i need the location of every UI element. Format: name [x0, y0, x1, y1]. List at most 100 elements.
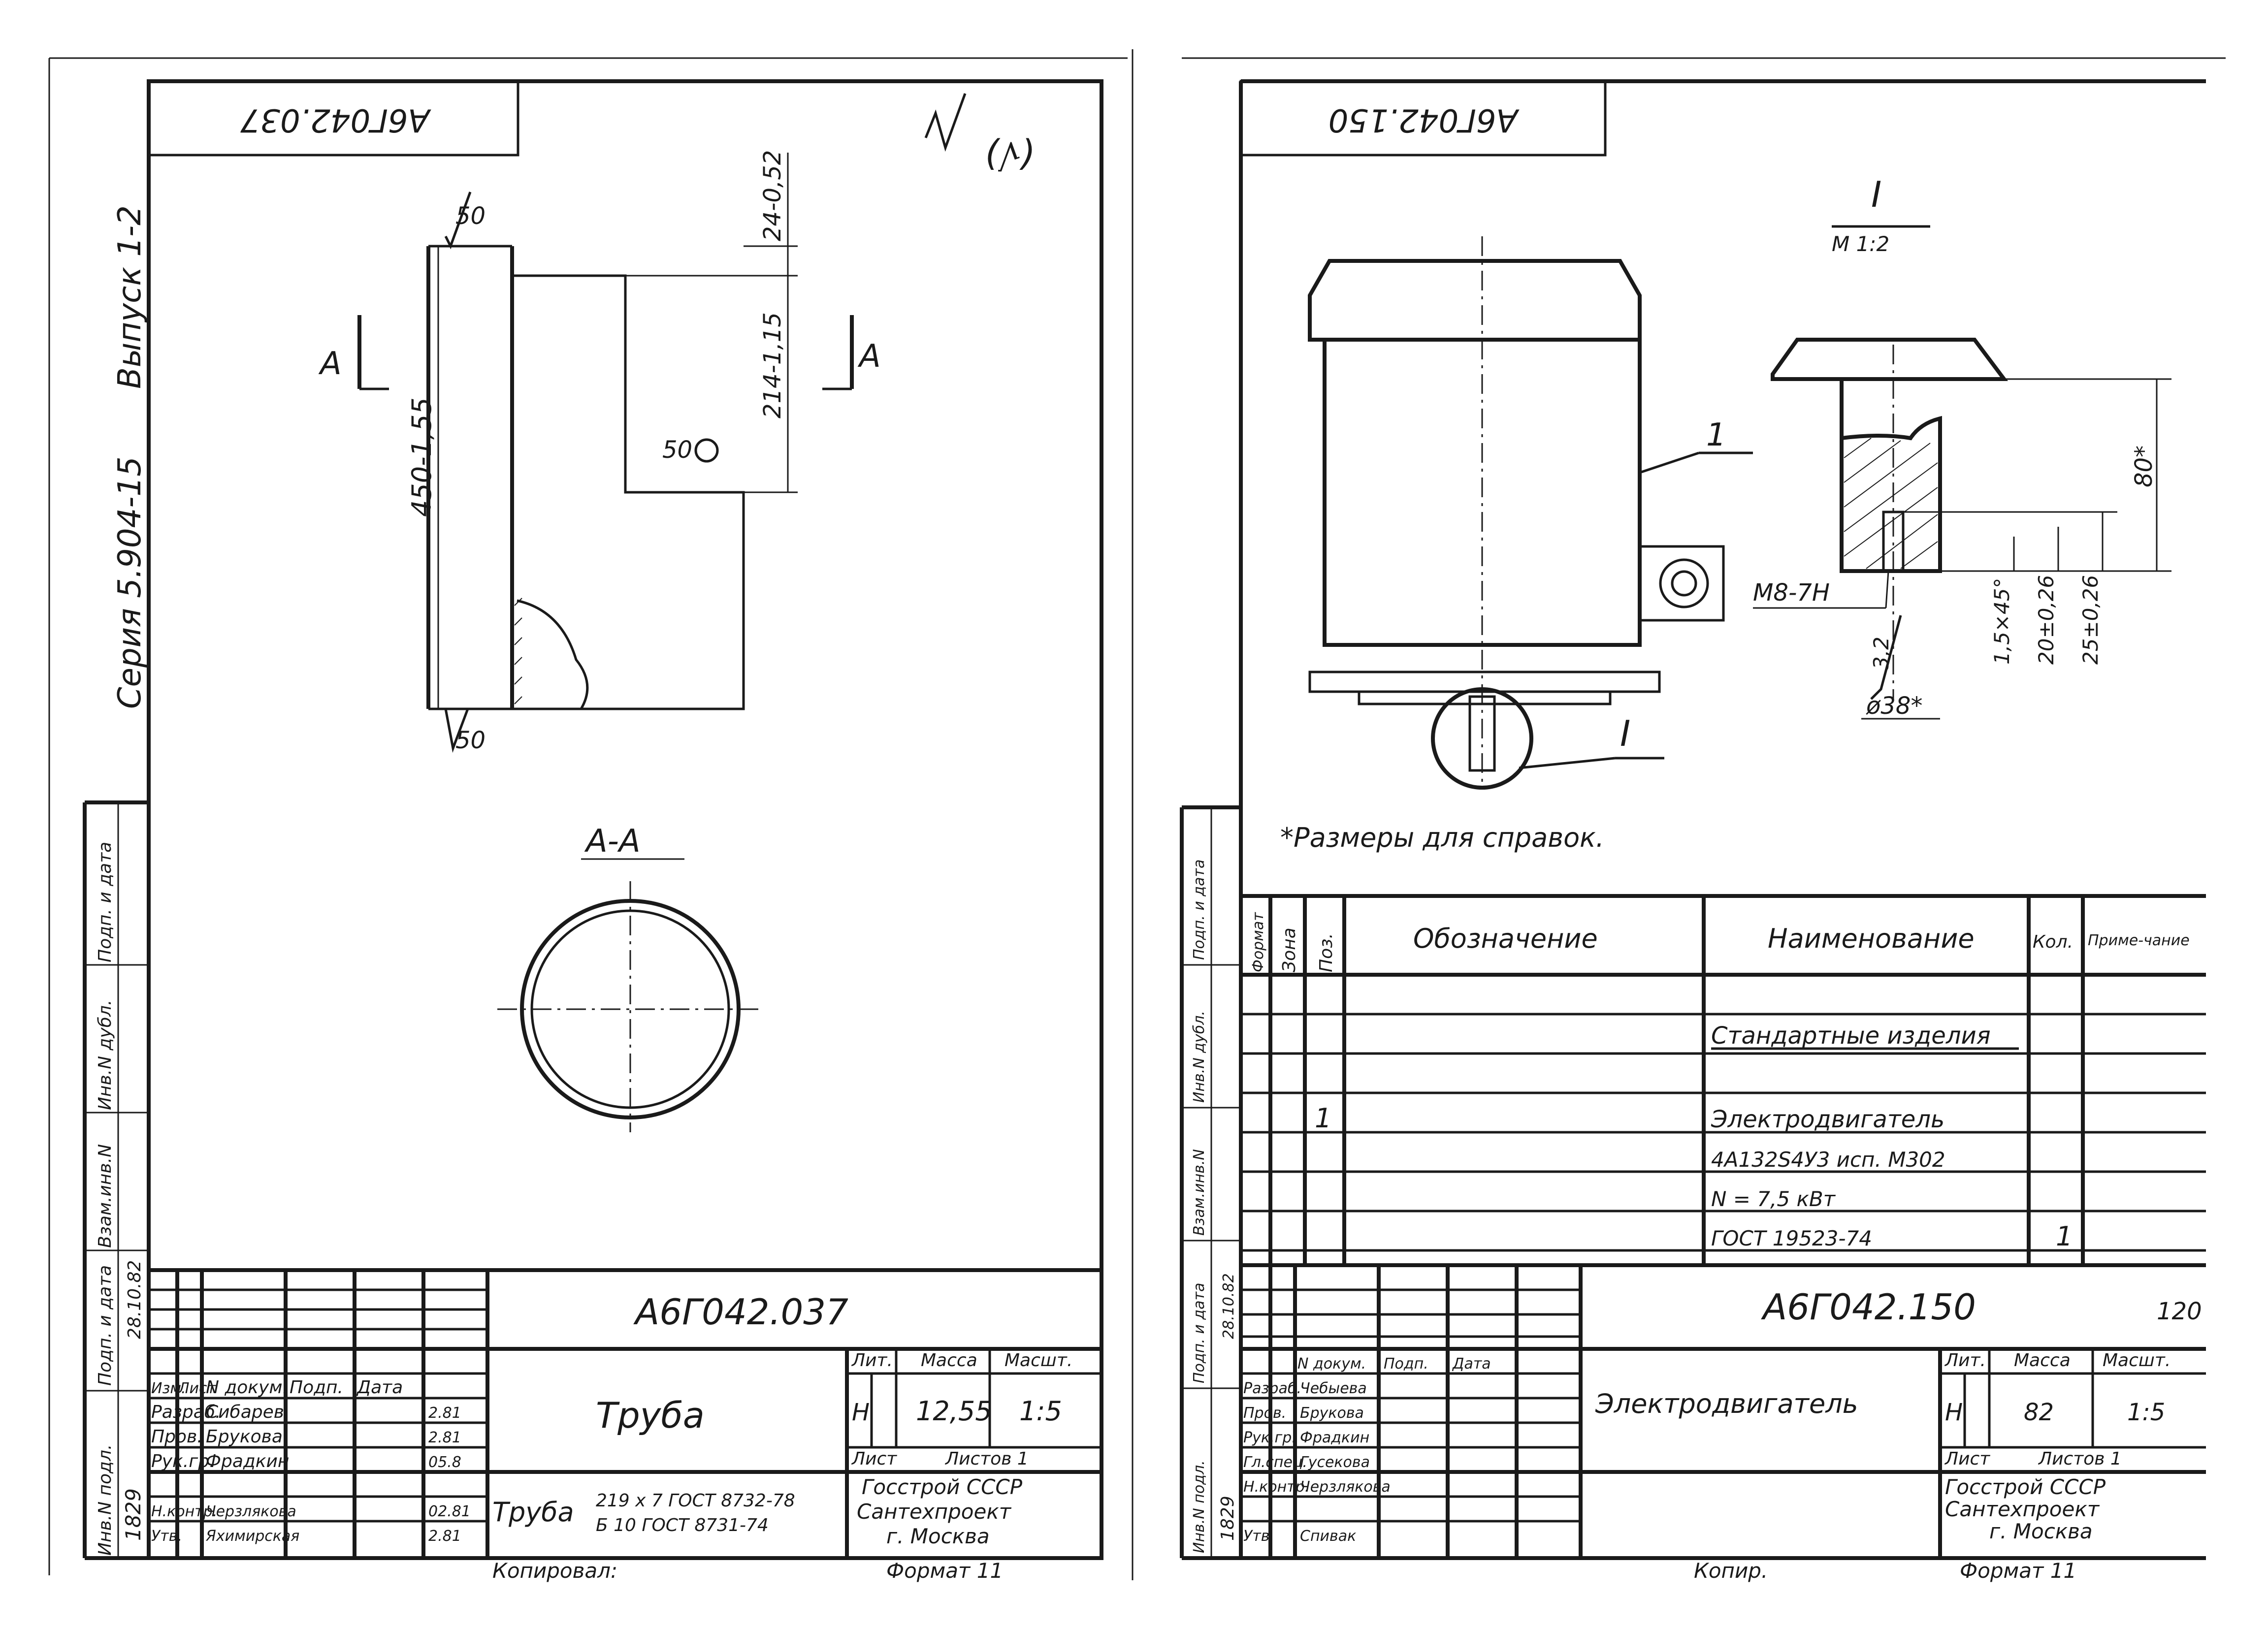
left-stamp-date-0: 2.81 [428, 1405, 461, 1422]
right-side-vzam-inv: Взам.инв.N [1191, 1149, 1208, 1236]
spec-line-4: ГОСТ 19523-74 [1711, 1226, 1872, 1250]
break-line [517, 599, 589, 710]
right-stamp-role-1: Пров. [1243, 1405, 1286, 1422]
reference-note: *Размеры для справок. [1280, 822, 1604, 853]
right-stamp-name-0: Чебыева [1300, 1380, 1367, 1397]
spec-pos-1: 1 [1315, 1103, 1331, 1134]
pipe-drawing [426, 245, 745, 710]
vypusk-text: Выпуск 1-2 [112, 205, 148, 389]
left-scale-label: Масшт. [1004, 1350, 1072, 1371]
side-date-value: 28.10.82 [125, 1260, 145, 1339]
left-org-3: г. Москва [886, 1524, 990, 1548]
roughness-32: 3,2 [1869, 637, 1893, 670]
series-text: Серия 5.904-15 [112, 456, 148, 709]
section-title: А-А [584, 823, 641, 860]
left-mass-value: 12,55 [916, 1396, 992, 1427]
left-code-top: А6Г042.037 [240, 101, 431, 138]
left-stamp-role-4: Утв. [151, 1528, 182, 1545]
left-th-doc: N докум. [206, 1377, 288, 1398]
left-stamp-date-2: 05.8 [428, 1454, 461, 1471]
left-stamp-title: Труба [596, 1395, 705, 1436]
left-title-block: Изм. Лист N докум. Подп. Дата Разраб. Си… [149, 1268, 1102, 1583]
right-copied: Копир. [1694, 1559, 1768, 1583]
left-frame [147, 79, 1103, 1560]
dim-25: 25±0,26 [2078, 575, 2103, 665]
section-mark-left: A [318, 346, 342, 382]
detail-hatch [1844, 438, 1938, 569]
roughness-mid-circle [694, 438, 719, 463]
left-org-2: Сантехпроект [857, 1500, 1012, 1524]
detail-I-circle [1431, 687, 1533, 790]
right-stamp-title: Электродвигатель [1595, 1388, 1858, 1419]
motor-drawing: 1 I [1308, 236, 1753, 790]
spec-section: Стандартные изделия [1711, 1022, 1991, 1050]
spec-table: Формат Зона Поз. Обозначение Наименовани… [1241, 894, 2206, 1265]
left-code-box [147, 80, 519, 157]
left-stamp-name-3: Черзлякова [206, 1503, 296, 1520]
right-stamp-name-1: Брукова [1300, 1405, 1364, 1422]
right-stamp-corner: 120 [2157, 1298, 2202, 1325]
left-stamp-role-2: Рук.гр. [151, 1451, 215, 1471]
roughness-mark-bottom [444, 708, 469, 753]
right-sheet: Инв.N подл. Подп. и дата Взам.инв.N Инв.… [1180, 57, 2226, 1583]
pipe-outline [512, 274, 745, 710]
right-th-doc: N докум. [1297, 1355, 1366, 1373]
left-stamp-name-4: Яхимирская [205, 1528, 299, 1545]
wall-hatch [514, 598, 522, 704]
motor-flange-lower [1358, 690, 1612, 705]
left-mass-label: Масса [921, 1350, 977, 1371]
roughness-50-top: 50 [455, 202, 486, 230]
right-stamp-role-5: Утв. [1243, 1528, 1274, 1545]
left-th-podp: Подп. [290, 1377, 343, 1398]
left-stamp-name-0: Сибарев [206, 1402, 284, 1422]
left-stamp-date-1: 2.81 [428, 1429, 461, 1446]
right-code-box [1239, 80, 1607, 157]
terminal-ring-inner [1671, 570, 1697, 597]
right-scale-label: Масшт. [2103, 1350, 2171, 1371]
left-stamp-name-1: Брукова [206, 1427, 283, 1447]
dim-214-label: 214-1,15 [759, 312, 786, 418]
roughness-general: (√) [984, 134, 1035, 176]
left-sheet-label: Лист [851, 1449, 897, 1469]
right-th-podp: Подп. [1384, 1355, 1428, 1373]
right-stamp-name-3: Гусекова [1300, 1454, 1370, 1471]
roughness-32-mark [1870, 615, 1902, 700]
right-stamp-role-4: Н.контр. [1243, 1478, 1309, 1496]
terminal-box [1638, 545, 1725, 622]
dim-450-label: 450-1,55 [406, 397, 437, 517]
right-side-inv-dubl: Инв.N дубл. [1191, 1011, 1208, 1103]
left-stamp-role-1: Пров. [151, 1427, 203, 1447]
left-th-data: Дата [356, 1377, 403, 1398]
spec-line-3: N = 7,5 кВт [1711, 1187, 1836, 1211]
left-sheet: А6Г042.037 (√) Серия 5.904-15 Выпуск 1-2 [48, 57, 1128, 1583]
side-inv-podl: Инв.N подл. [95, 1444, 115, 1556]
right-sheet-label: Лист [1944, 1449, 1990, 1469]
right-sheets-label: Листов 1 [2038, 1449, 2122, 1469]
spec-h-pos: Поз. [1316, 933, 1336, 972]
side-inv-dubl: Инв.N дубл. [95, 1000, 115, 1110]
left-copied: Копировал: [492, 1559, 617, 1583]
dim-38: ø38* [1866, 692, 1922, 720]
right-lit-label: Лит. [1944, 1350, 1986, 1371]
motor-shaft [1468, 695, 1496, 772]
dim-15x45: 1,5×45° [1990, 578, 2014, 665]
left-th-izm: Изм. [151, 1380, 186, 1397]
right-scale-value: 1:5 [2127, 1399, 2165, 1426]
detail-shaft [1840, 379, 1942, 573]
roughness-mark-top [444, 192, 472, 250]
left-stamp-role-3: Н.контр. [151, 1503, 217, 1520]
right-side-inv-podl: Инв.N подл. [1191, 1460, 1208, 1553]
side-podp-data: Подп. и дата [95, 1265, 115, 1386]
left-stamp-name-2: Фрадкин [206, 1451, 289, 1471]
left-stamp-date-3: 02.81 [428, 1503, 471, 1520]
left-material-3: Б 10 ГОСТ 8731-74 [596, 1515, 769, 1535]
detail-cap [1771, 338, 2008, 381]
dim-m8: М8-7Н [1753, 579, 1830, 607]
right-th-data: Дата [1452, 1355, 1491, 1373]
right-side-date-value: 28.10.82 [1220, 1273, 1237, 1339]
left-scale-value: 1:5 [1019, 1396, 1062, 1427]
detail-scale: М 1:2 [1832, 232, 1889, 256]
right-stamp-code: А6Г042.150 [1761, 1286, 1976, 1328]
right-side-podp-data-2: Подп. и дата [1191, 860, 1208, 960]
